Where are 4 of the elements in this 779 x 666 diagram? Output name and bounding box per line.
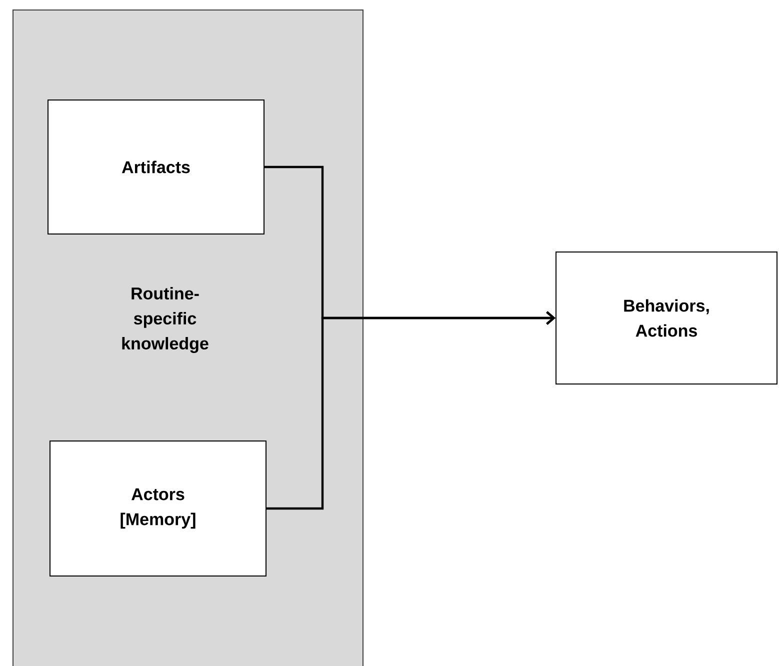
process-box: Artifacts xyxy=(48,100,264,234)
process-box: Actors [Memory] xyxy=(50,440,266,576)
process-box: Behaviors, Actions xyxy=(556,252,778,384)
arrow xyxy=(266,311,556,510)
